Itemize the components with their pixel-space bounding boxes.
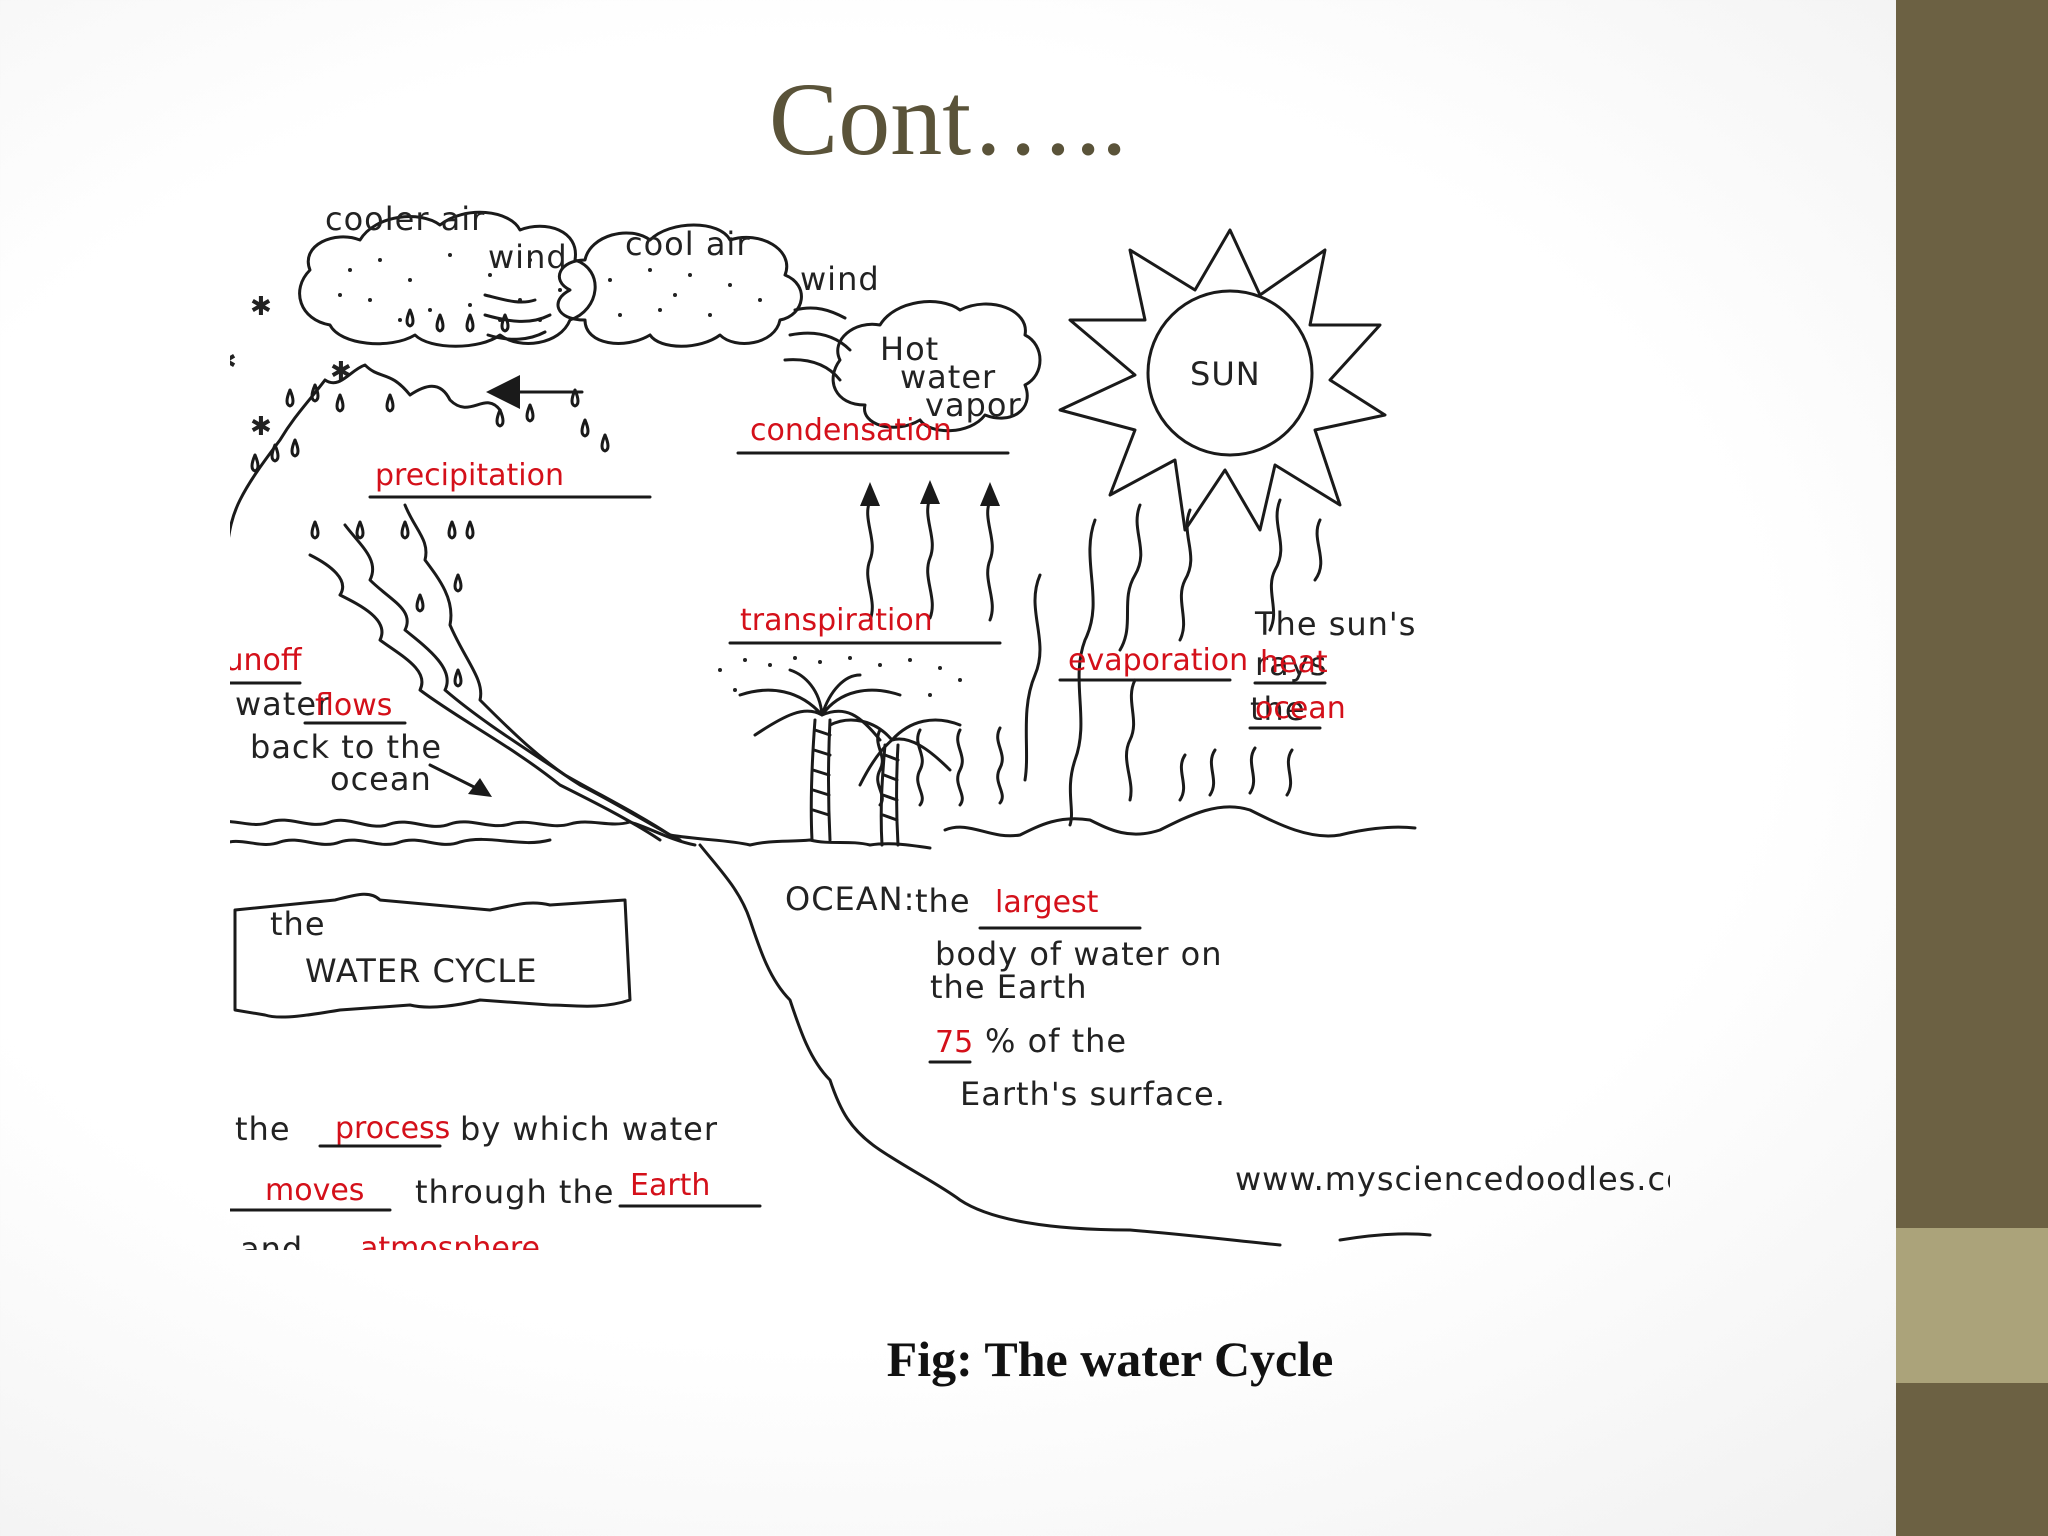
evaporation-label: evaporation [1068,643,1248,678]
hot-vapor-line-1: Hot [880,330,939,368]
suns-rays-rays: rays [1255,645,1327,683]
cool-air-dots [608,268,762,317]
shoreline [668,833,932,850]
wind-lines-right [783,306,852,382]
condensation-label: condensation [750,413,952,448]
wind-label-right: wind [800,260,880,298]
cooler-air-label: cooler air [325,200,485,238]
ocean-surface-left [230,818,697,847]
svg-text:✱: ✱ [330,357,352,387]
sun-label: SUN [1190,355,1261,393]
suns-rays-line-1: The sun's [1254,605,1416,643]
svg-text:✱: ✱ [250,412,272,442]
suns-rays-the: the [1250,690,1306,728]
svg-text:✱: ✱ [250,292,272,322]
palm-trees [738,668,962,847]
cool-air-label: cool air [625,225,750,263]
hot-vapor-line-3: vapor [925,386,1022,424]
precipitation-label: precipitation [375,458,564,493]
ocean-red-label: ocean [1255,691,1346,726]
by-which-water-label: by which water [460,1110,718,1148]
wind-label-left: wind [488,238,568,276]
ocean-surface-left-2 [230,837,552,846]
banner-the: the [270,905,326,943]
figure-caption: Fig: The water Cycle [886,1331,1334,1387]
transpiration-dots [718,656,962,697]
sidebar-accent [1896,1228,2048,1383]
sun-rays [1058,228,1387,532]
website-label: www.mysciencedoodles.com [1235,1160,1670,1198]
runoff-label: Runoff [230,643,303,678]
banner-water-cycle: WATER CYCLE [305,952,537,990]
moves-label: moves [265,1173,364,1208]
runoff-arrowhead [468,778,492,797]
slide-title: Cont….. [768,62,1128,177]
earths-surface-label: Earth's surface. [960,1075,1226,1113]
process-label: process [335,1111,450,1146]
runoff-arrow [428,763,482,792]
hot-vapor-line-2: water [900,358,996,396]
sun-heat-squiggles [1023,498,1323,827]
svg-text:✱: ✱ [230,347,237,377]
heat-label: heat [1260,645,1328,680]
ocean-surface-right [943,805,1417,838]
ocean-cliff [698,843,1282,1247]
through-the-label: through the [415,1173,614,1211]
water-cycle-diagram: ✱ ✱ ✱ ✱ [230,200,1670,1250]
evaporation-arrows [866,496,994,622]
raindrops [250,308,610,688]
decorative-sidebar [1896,0,2048,1536]
evaporation-squiggles [876,726,1004,807]
wind-lines-left [483,293,552,341]
snowflakes: ✱ ✱ ✱ ✱ [230,292,352,442]
sidebar-dark-top [1896,0,2048,1228]
earth-red-label: Earth [630,1168,710,1203]
atmosphere-label: atmosphere [360,1231,540,1250]
sidebar-dark-bottom [1896,1383,2048,1536]
evap-arrowhead-3 [980,482,1000,506]
transpiration-label: transpiration [740,603,933,638]
banner [233,892,632,1019]
pct-of-the-label: % of the [985,1022,1127,1060]
hot-water-vapor-cloud [831,300,1042,433]
atmosphere-period: . [535,1232,546,1250]
def-the: the [235,1110,291,1148]
condensation-arrowhead [486,375,520,409]
slide: Cont….. ✱ ✱ ✱ ✱ [230,62,1670,1387]
evap-arrowhead-2 [920,480,940,504]
flows-label: flows [315,688,392,723]
evap-arrowhead-1 [860,482,880,506]
mountain [230,363,502,538]
fill-in-underlines [230,451,1327,1212]
water-label: water [235,685,331,723]
sun-circle [1146,289,1314,457]
largest-label: largest [995,885,1099,920]
and-label: and [240,1230,303,1250]
ocean-bottom-line [1338,1232,1432,1242]
ocean-the: the [915,882,971,920]
rain-cloud [298,210,597,348]
seventy-five-label: 75 [935,1025,973,1060]
back-to-the-label: back to the [250,728,442,766]
body-of-water-label: body of water on [935,935,1223,973]
river-1 [308,553,662,842]
the-earth-label: the Earth [930,968,1088,1006]
ocean-word-label: ocean [330,760,432,798]
cool-air-cloud [556,223,803,348]
river-3 [403,503,682,842]
ocean-title: OCEAN: [785,880,915,918]
